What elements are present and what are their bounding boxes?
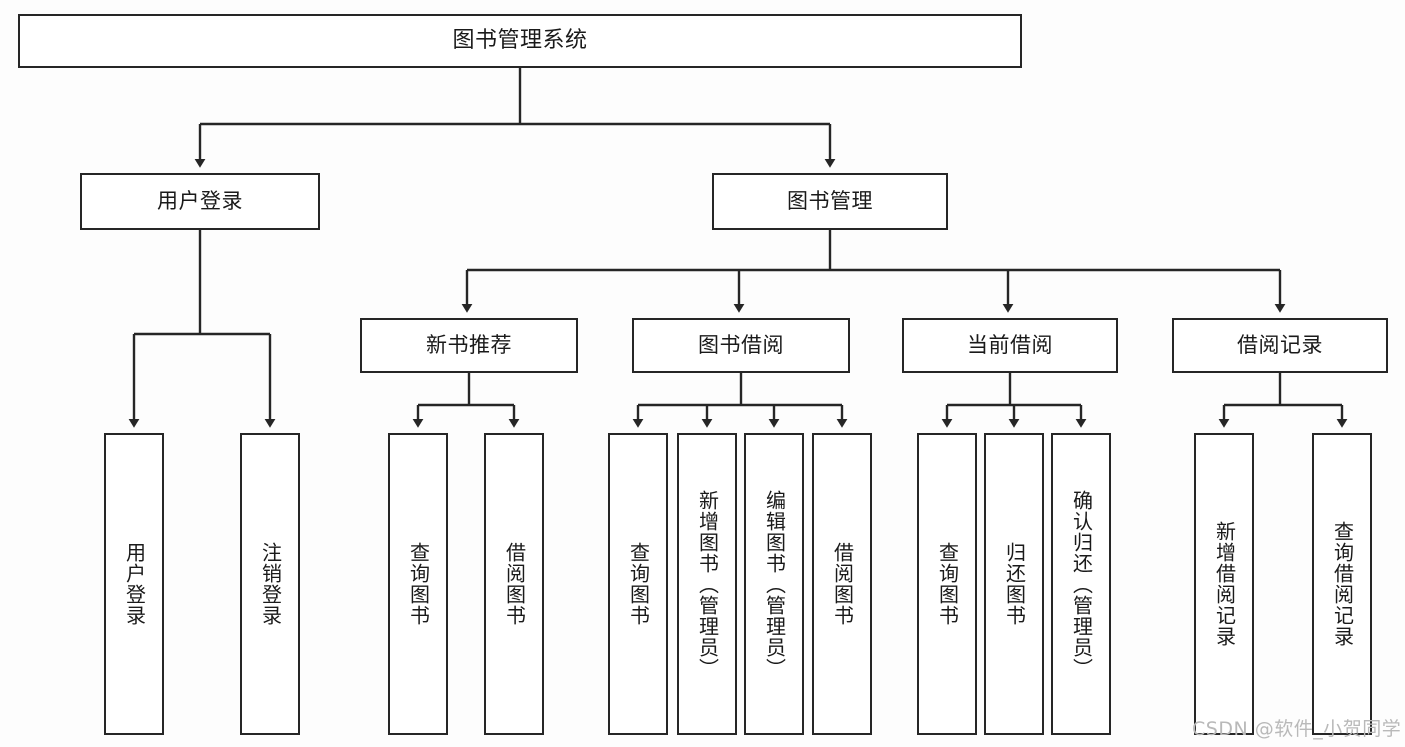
leaf-borrow-book[interactable]: 借阅图书 <box>812 433 872 735</box>
leaf-query-book-newbook[interactable]: 查询图书 <box>388 433 448 735</box>
csdn-watermark: CSDN @软件_小贺同学 <box>1192 718 1402 740</box>
leaf-borrow-book-newbook[interactable]: 借阅图书 <box>484 433 544 735</box>
leaf-label: 查询图书 <box>626 542 651 626</box>
node-current-borrow[interactable]: 当前借阅 <box>902 318 1118 373</box>
leaf-user-login[interactable]: 用户登录 <box>104 433 164 735</box>
leaf-label: 确认归还（管理员） <box>1069 489 1094 679</box>
node-borrow-record[interactable]: 借阅记录 <box>1172 318 1388 373</box>
leaf-edit-book-admin[interactable]: 编辑图书（管理员） <box>744 433 804 735</box>
leaf-label: 注销登录 <box>258 542 283 626</box>
node-label: 新书推荐 <box>426 332 512 357</box>
leaf-label: 编辑图书（管理员） <box>762 489 787 679</box>
leaf-label: 新增借阅记录 <box>1212 521 1237 647</box>
leaf-label: 用户登录 <box>122 542 147 626</box>
node-label: 用户登录 <box>157 188 243 213</box>
leaf-label: 归还图书 <box>1002 542 1027 626</box>
node-label: 当前借阅 <box>967 332 1053 357</box>
leaf-label: 查询图书 <box>406 542 431 626</box>
leaf-query-borrow-record[interactable]: 查询借阅记录 <box>1312 433 1372 735</box>
node-label: 图书管理系统 <box>452 27 588 53</box>
leaf-label: 查询借阅记录 <box>1330 521 1355 647</box>
node-book-borrow[interactable]: 图书借阅 <box>632 318 850 373</box>
leaf-add-book-admin[interactable]: 新增图书（管理员） <box>677 433 737 735</box>
leaf-add-borrow-record[interactable]: 新增借阅记录 <box>1194 433 1254 735</box>
node-root-system[interactable]: 图书管理系统 <box>18 14 1022 68</box>
node-user-login[interactable]: 用户登录 <box>80 173 320 230</box>
leaf-logout-login[interactable]: 注销登录 <box>240 433 300 735</box>
leaf-label: 借阅图书 <box>502 542 527 626</box>
node-label: 图书借阅 <box>698 332 784 357</box>
leaf-label: 查询图书 <box>935 542 960 626</box>
leaf-query-book-current[interactable]: 查询图书 <box>917 433 977 735</box>
leaf-return-book[interactable]: 归还图书 <box>984 433 1044 735</box>
leaf-label: 新增图书（管理员） <box>695 489 720 679</box>
node-label: 图书管理 <box>787 188 873 213</box>
leaf-confirm-return-admin[interactable]: 确认归还（管理员） <box>1051 433 1111 735</box>
leaf-query-book-borrow[interactable]: 查询图书 <box>608 433 668 735</box>
node-new-book-recommend[interactable]: 新书推荐 <box>360 318 578 373</box>
leaf-label: 借阅图书 <box>830 542 855 626</box>
node-book-management[interactable]: 图书管理 <box>712 173 948 230</box>
node-label: 借阅记录 <box>1237 332 1323 357</box>
